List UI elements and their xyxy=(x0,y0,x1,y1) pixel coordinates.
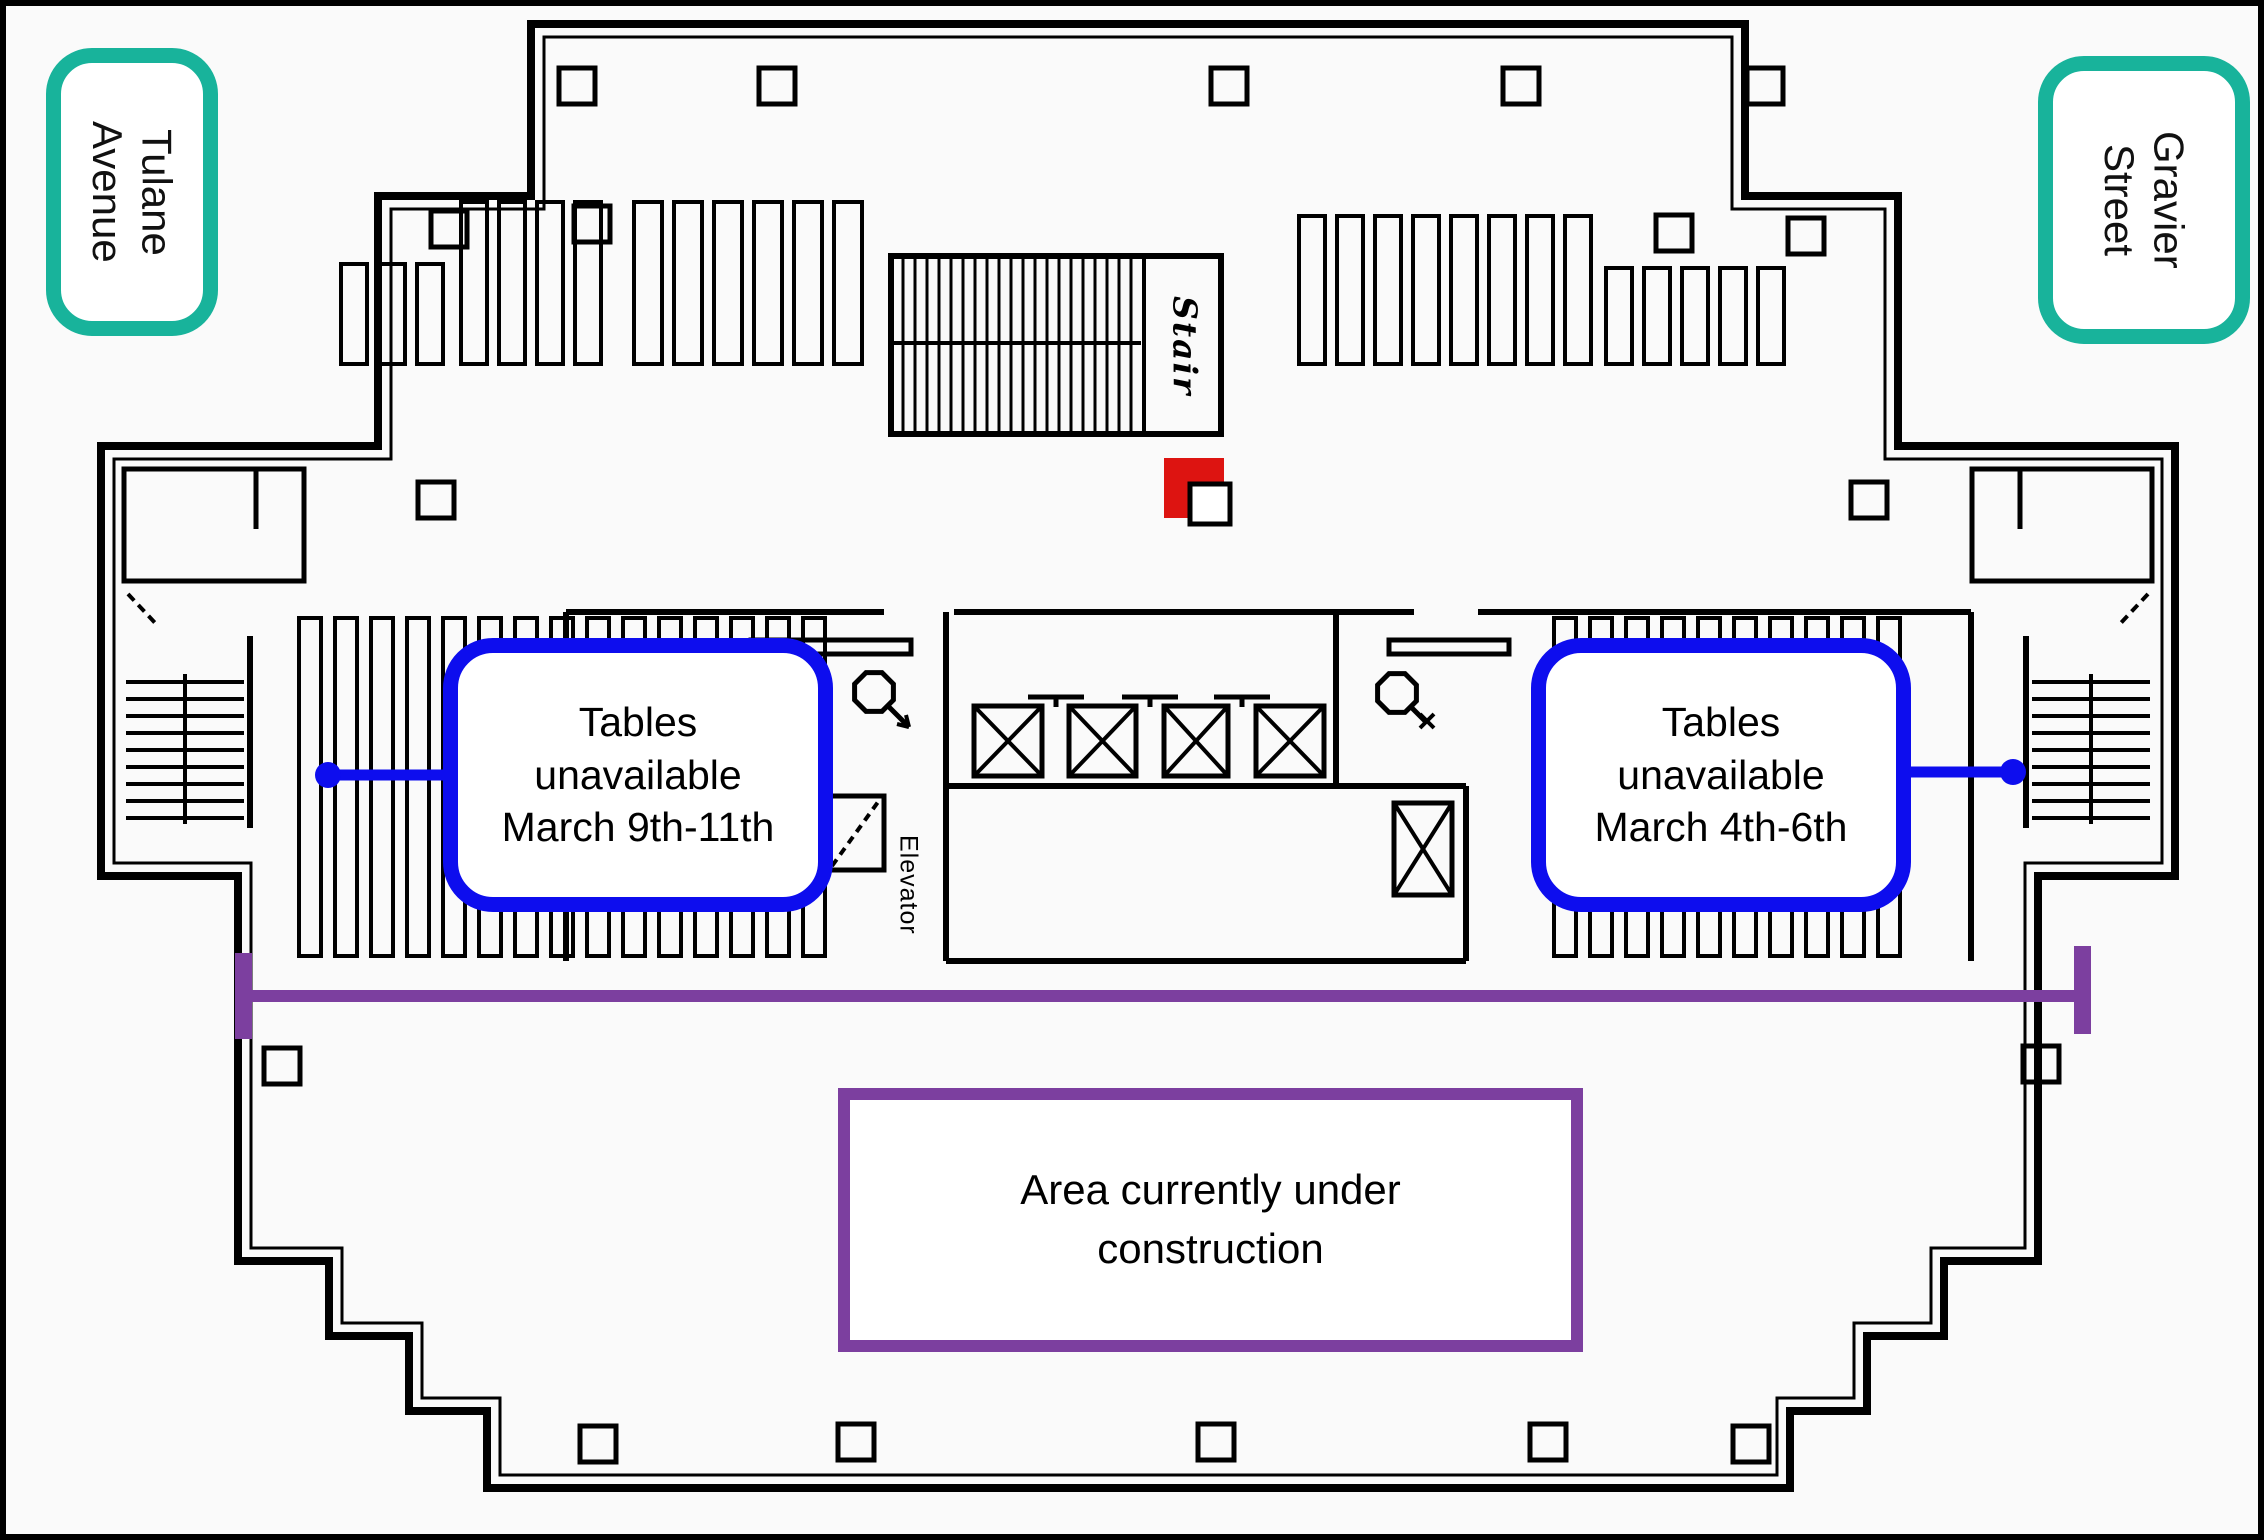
stack-bar xyxy=(1756,266,1786,366)
stack-bar xyxy=(1487,214,1517,366)
building-outline-outer xyxy=(97,20,2179,1492)
construction-divider-line xyxy=(243,990,2084,1002)
stack-bar xyxy=(339,262,369,366)
stair-label: Stair xyxy=(1165,296,1205,397)
stack-bar xyxy=(1411,214,1441,366)
column-square xyxy=(571,203,613,245)
stairwell-room xyxy=(1969,466,2155,584)
elevator-shaft-x xyxy=(1067,704,1138,778)
stack-bar xyxy=(1525,214,1555,366)
stack-bar xyxy=(377,262,407,366)
street-sign-line: Tulane xyxy=(133,128,181,256)
column-square xyxy=(1527,1421,1569,1463)
elevator-shaft xyxy=(1066,703,1139,779)
elevator-label: Elevator xyxy=(894,835,923,935)
stack-bar xyxy=(1563,214,1593,366)
street-sign-line: Avenue xyxy=(84,121,131,263)
stack-bar xyxy=(1373,214,1403,366)
elevator-shaft-x xyxy=(1162,704,1230,778)
column-square xyxy=(2020,1043,2062,1085)
column-square xyxy=(1195,1421,1237,1463)
construction-line: Area currently under xyxy=(1020,1166,1401,1214)
magnifier-icon-tick xyxy=(1418,712,1436,730)
callout-line: March 4th-6th xyxy=(1594,804,1848,851)
stack-bar xyxy=(1604,266,1634,366)
street-sign-line: Gravier xyxy=(2145,131,2193,269)
stack-bar xyxy=(1449,214,1479,366)
street-sign-gravier-text: Gravier Street xyxy=(2094,131,2193,269)
building-outline-inner xyxy=(112,35,2164,1477)
callout-connector-dot xyxy=(2000,759,2026,785)
callout-tables-unavailable-left: Tables unavailable March 9th-11th xyxy=(443,638,833,912)
elevator-shaft-x xyxy=(1392,801,1454,897)
callout-connector-dot xyxy=(315,762,341,788)
column-square xyxy=(1208,65,1250,107)
street-sign-tulane-avenue: Tulane Avenue xyxy=(46,48,218,336)
magnifier-icon-arrow xyxy=(904,714,911,728)
stack-bar xyxy=(405,616,431,958)
construction-notice-box: Area currently under construction xyxy=(838,1088,1583,1352)
elevator-shaft xyxy=(1253,703,1327,779)
stack-bar xyxy=(297,616,323,958)
column-square xyxy=(756,65,798,107)
callout-tables-unavailable-right: Tables unavailable March 4th-6th xyxy=(1531,638,1911,912)
column-square xyxy=(1848,479,1890,521)
callout-line: March 9th-11th xyxy=(501,804,775,851)
door-swing xyxy=(126,592,160,628)
marker-column-square xyxy=(1187,481,1233,527)
stack-bar xyxy=(752,200,784,366)
column-square xyxy=(835,1421,877,1463)
stack-bar xyxy=(672,200,704,366)
stack-bar xyxy=(1297,214,1327,366)
construction-divider-cap xyxy=(235,953,252,1039)
stack-bar xyxy=(415,262,445,366)
column-square xyxy=(556,65,598,107)
stairwell-room xyxy=(121,466,307,584)
elevator-shaft xyxy=(1161,703,1231,779)
street-sign-gravier-street: Gravier Street xyxy=(2038,56,2250,344)
stack-bar xyxy=(1335,214,1365,366)
magnifier-icon-handle xyxy=(887,705,911,729)
street-sign-tulane-text: Tulane Avenue xyxy=(82,121,181,263)
stack-bar xyxy=(712,200,744,366)
column-square xyxy=(1653,212,1695,254)
column-square xyxy=(415,479,457,521)
stack-bar xyxy=(832,200,864,366)
stack-bar xyxy=(1718,266,1748,366)
stack-bar xyxy=(1680,266,1710,366)
elevator-shaft-x xyxy=(972,704,1044,778)
elevator-shaft xyxy=(971,703,1045,779)
elevator-shaft-x xyxy=(1254,704,1326,778)
counter xyxy=(1386,637,1512,657)
column-square xyxy=(1744,65,1786,107)
callout-line: Tables xyxy=(578,699,698,746)
magnifier-icon xyxy=(1375,671,1419,715)
column-square xyxy=(1730,1423,1772,1465)
stack-bar xyxy=(497,200,527,366)
column-square xyxy=(1500,65,1542,107)
stack-bar xyxy=(535,200,565,366)
door-swing xyxy=(2116,592,2150,628)
column-square xyxy=(428,208,470,250)
stack-bar xyxy=(459,200,489,366)
column-square xyxy=(1785,215,1827,257)
construction-divider-cap xyxy=(2074,946,2091,1034)
stack-bar xyxy=(632,200,664,366)
stack-bar xyxy=(333,616,359,958)
elevator-car-diagonal xyxy=(830,800,880,868)
callout-line: unavailable xyxy=(1617,751,1825,798)
elevator-shaft xyxy=(1391,800,1455,898)
callout-line: Tables xyxy=(1661,699,1781,746)
stack-bar xyxy=(573,200,603,366)
column-square xyxy=(261,1045,303,1087)
stack-bar xyxy=(1642,266,1672,366)
street-sign-line: Street xyxy=(2096,143,2143,257)
stack-bar xyxy=(792,200,824,366)
callout-line: unavailable xyxy=(534,751,742,798)
magnifier-icon xyxy=(852,670,896,714)
construction-line: construction xyxy=(1097,1225,1324,1272)
stack-bar xyxy=(369,616,395,958)
column-square xyxy=(577,1423,619,1465)
